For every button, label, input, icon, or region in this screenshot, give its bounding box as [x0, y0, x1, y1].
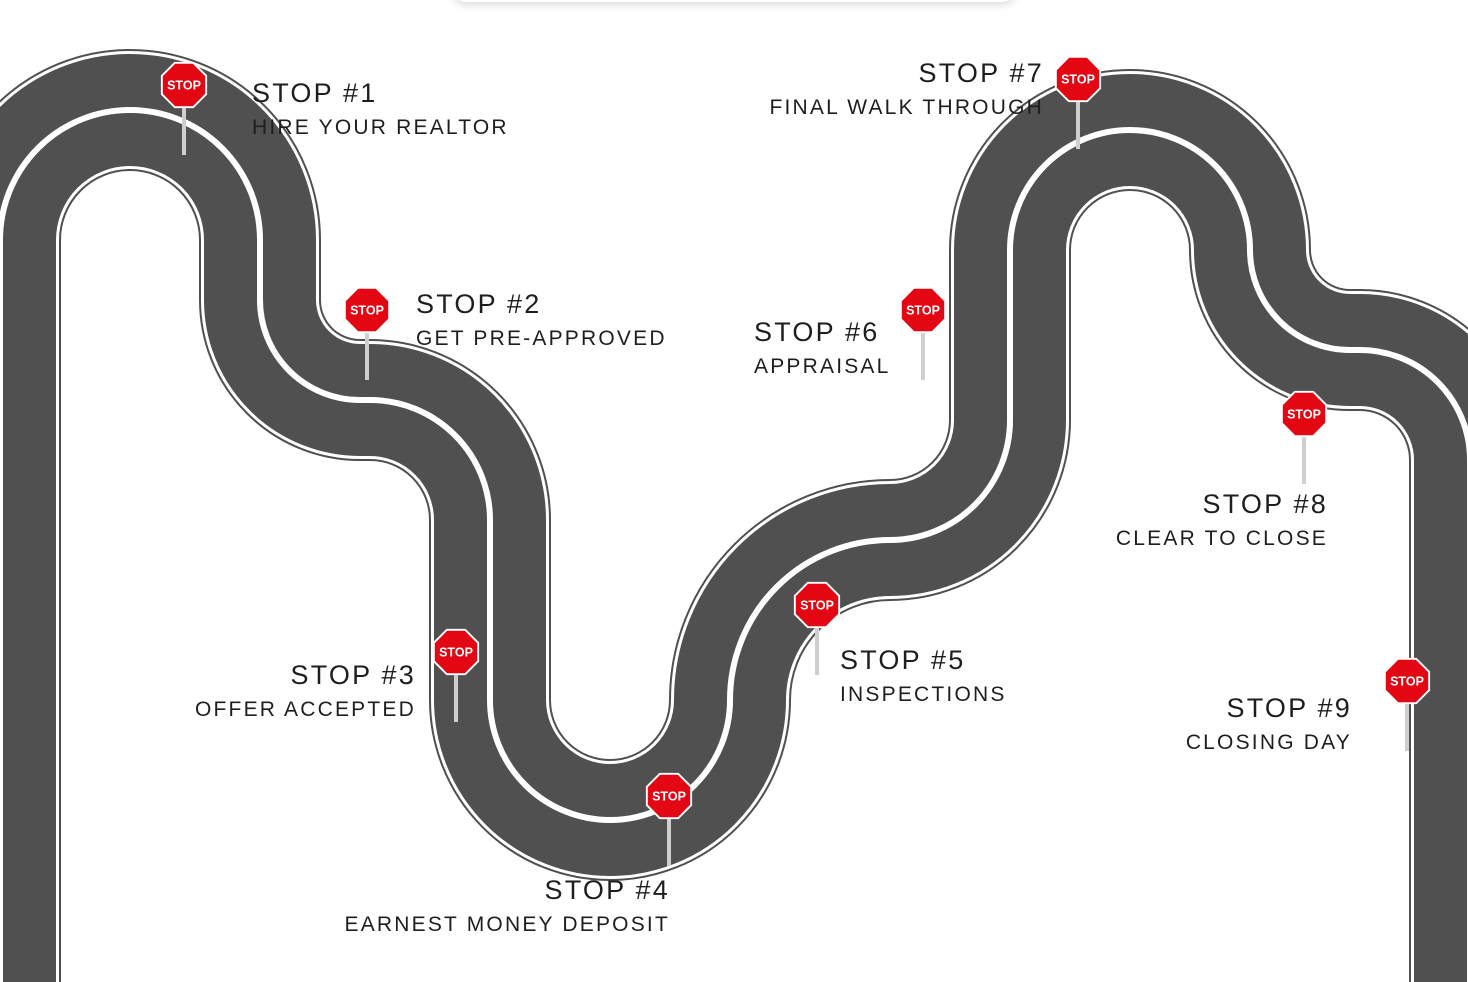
road-layer-4 [0, 107, 1468, 982]
sign-pole [921, 328, 925, 380]
stop-4-sign: STOP [645, 772, 693, 866]
stop-8-title: STOP #8 [1202, 489, 1328, 519]
stop-6-title: STOP #6 [754, 317, 880, 347]
sign-pole [1302, 432, 1306, 484]
stop-sign-icon [1056, 57, 1100, 101]
stop-sign-text: STOP [906, 304, 940, 318]
stop-2-title: STOP #2 [416, 289, 542, 319]
stop-sign-text: STOP [167, 79, 201, 93]
stop-3-subtitle: OFFER ACCEPTED [195, 698, 416, 721]
stop-5-title: STOP #5 [840, 645, 966, 675]
stop-7-label: STOP #7 FINAL WALK THROUGH [769, 57, 1044, 122]
stop-5-sign: STOP [793, 581, 841, 675]
stop-1-title: STOP #1 [252, 78, 378, 108]
stop-1-label: STOP #1 HIRE YOUR REALTOR [252, 77, 509, 142]
stop-2-sign: STOP [343, 286, 391, 380]
sign-pole [365, 328, 369, 380]
stop-3-sign: STOP [432, 628, 480, 722]
stop-sign-icon [434, 630, 478, 674]
stop-2-label: STOP #2 GET PRE-APPROVED [416, 288, 667, 353]
stop-6-label: STOP #6 APPRAISAL [754, 316, 891, 381]
stop-7-subtitle: FINAL WALK THROUGH [769, 96, 1044, 119]
stop-sign-icon [647, 774, 691, 818]
stop-sign-text: STOP [652, 790, 686, 804]
stop-8-label: STOP #8 CLEAR TO CLOSE [1116, 488, 1328, 553]
stop-6-subtitle: APPRAISAL [754, 355, 891, 378]
stop-sign-text: STOP [1390, 675, 1424, 689]
stop-sign-icon [162, 63, 206, 107]
stop-3-title: STOP #3 [290, 660, 416, 690]
stop-8-sign: STOP [1280, 390, 1328, 484]
stop-sign-icon [795, 583, 839, 627]
sign-pole [182, 103, 186, 155]
stop-signs: STOP STOP STOP STOP STOP STOP STOP STOP STOP [160, 55, 1431, 866]
sign-pole [1076, 97, 1080, 149]
stop-4-title: STOP #4 [544, 875, 670, 905]
stop-2-subtitle: GET PRE-APPROVED [416, 327, 667, 350]
sign-pole [1405, 699, 1409, 751]
sign-pole [667, 814, 671, 866]
stop-sign-text: STOP [1287, 408, 1321, 422]
stop-9-subtitle: CLOSING DAY [1185, 731, 1352, 754]
stop-sign-icon [345, 288, 389, 332]
top-card [452, 0, 1016, 2]
stop-1-subtitle: HIRE YOUR REALTOR [252, 116, 509, 139]
stop-6-sign: STOP [899, 286, 947, 380]
sign-pole [815, 623, 819, 675]
stop-4-subtitle: EARNEST MONEY DEPOSIT [344, 913, 670, 936]
sign-pole [454, 670, 458, 722]
stop-7-title: STOP #7 [918, 58, 1044, 88]
stop-5-subtitle: INSPECTIONS [840, 683, 1007, 706]
stop-sign-icon [1282, 392, 1326, 436]
stop-8-subtitle: CLEAR TO CLOSE [1115, 527, 1328, 550]
stop-sign-icon [901, 288, 945, 332]
stop-sign-text: STOP [800, 599, 834, 613]
stop-sign-icon [1385, 659, 1429, 703]
stop-9-sign: STOP [1383, 657, 1431, 751]
stop-sign-text: STOP [439, 646, 473, 660]
stop-5-label: STOP #5 INSPECTIONS [840, 644, 1007, 709]
stop-3-label: STOP #3 OFFER ACCEPTED [195, 659, 416, 724]
stop-sign-text: STOP [1061, 73, 1095, 87]
stop-1-sign: STOP [160, 61, 208, 155]
stop-9-label: STOP #9 CLOSING DAY [1186, 692, 1352, 757]
stop-9-title: STOP #9 [1226, 693, 1352, 723]
stop-4-label: STOP #4 EARNEST MONEY DEPOSIT [345, 874, 671, 939]
stop-sign-text: STOP [350, 304, 384, 318]
stop-7-sign: STOP [1054, 55, 1102, 149]
